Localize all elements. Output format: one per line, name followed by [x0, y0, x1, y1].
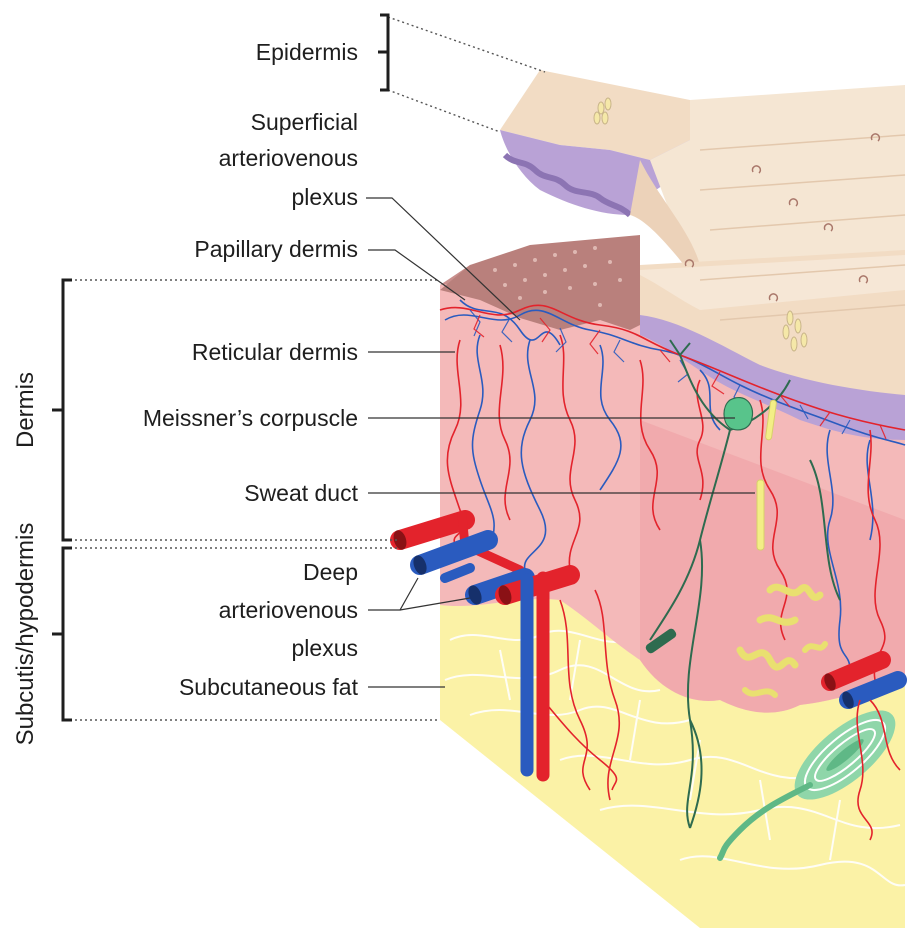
label-epidermis: Epidermis: [256, 39, 358, 65]
label-superficial-plexus-line2: arteriovenous: [219, 145, 358, 171]
label-papillary-dermis: Papillary dermis: [194, 236, 358, 262]
skin-illustration: [391, 70, 907, 928]
label-dermis-side: Dermis: [12, 372, 39, 448]
label-subcutaneous-fat: Subcutaneous fat: [179, 674, 359, 700]
label-reticular-dermis: Reticular dermis: [192, 339, 358, 365]
label-meissners-corpuscle: Meissner’s corpuscle: [143, 405, 358, 431]
label-sweat-duct: Sweat duct: [244, 480, 358, 506]
label-deep-plexus-line3: plexus: [292, 635, 358, 661]
label-deep-plexus-line1: Deep: [303, 559, 358, 585]
label-subcutis-side: Subcutis/hypodermis: [12, 523, 39, 746]
epidermis-bracket: [378, 15, 388, 90]
subcutis-bracket: [52, 548, 72, 720]
label-deep-plexus-line2: arteriovenous: [219, 597, 358, 623]
meissners-corpuscle: [724, 398, 753, 430]
label-superficial-plexus-line3: plexus: [292, 184, 358, 210]
label-superficial-plexus-line1: Superficial: [251, 109, 358, 135]
dermis-bracket: [52, 280, 72, 540]
